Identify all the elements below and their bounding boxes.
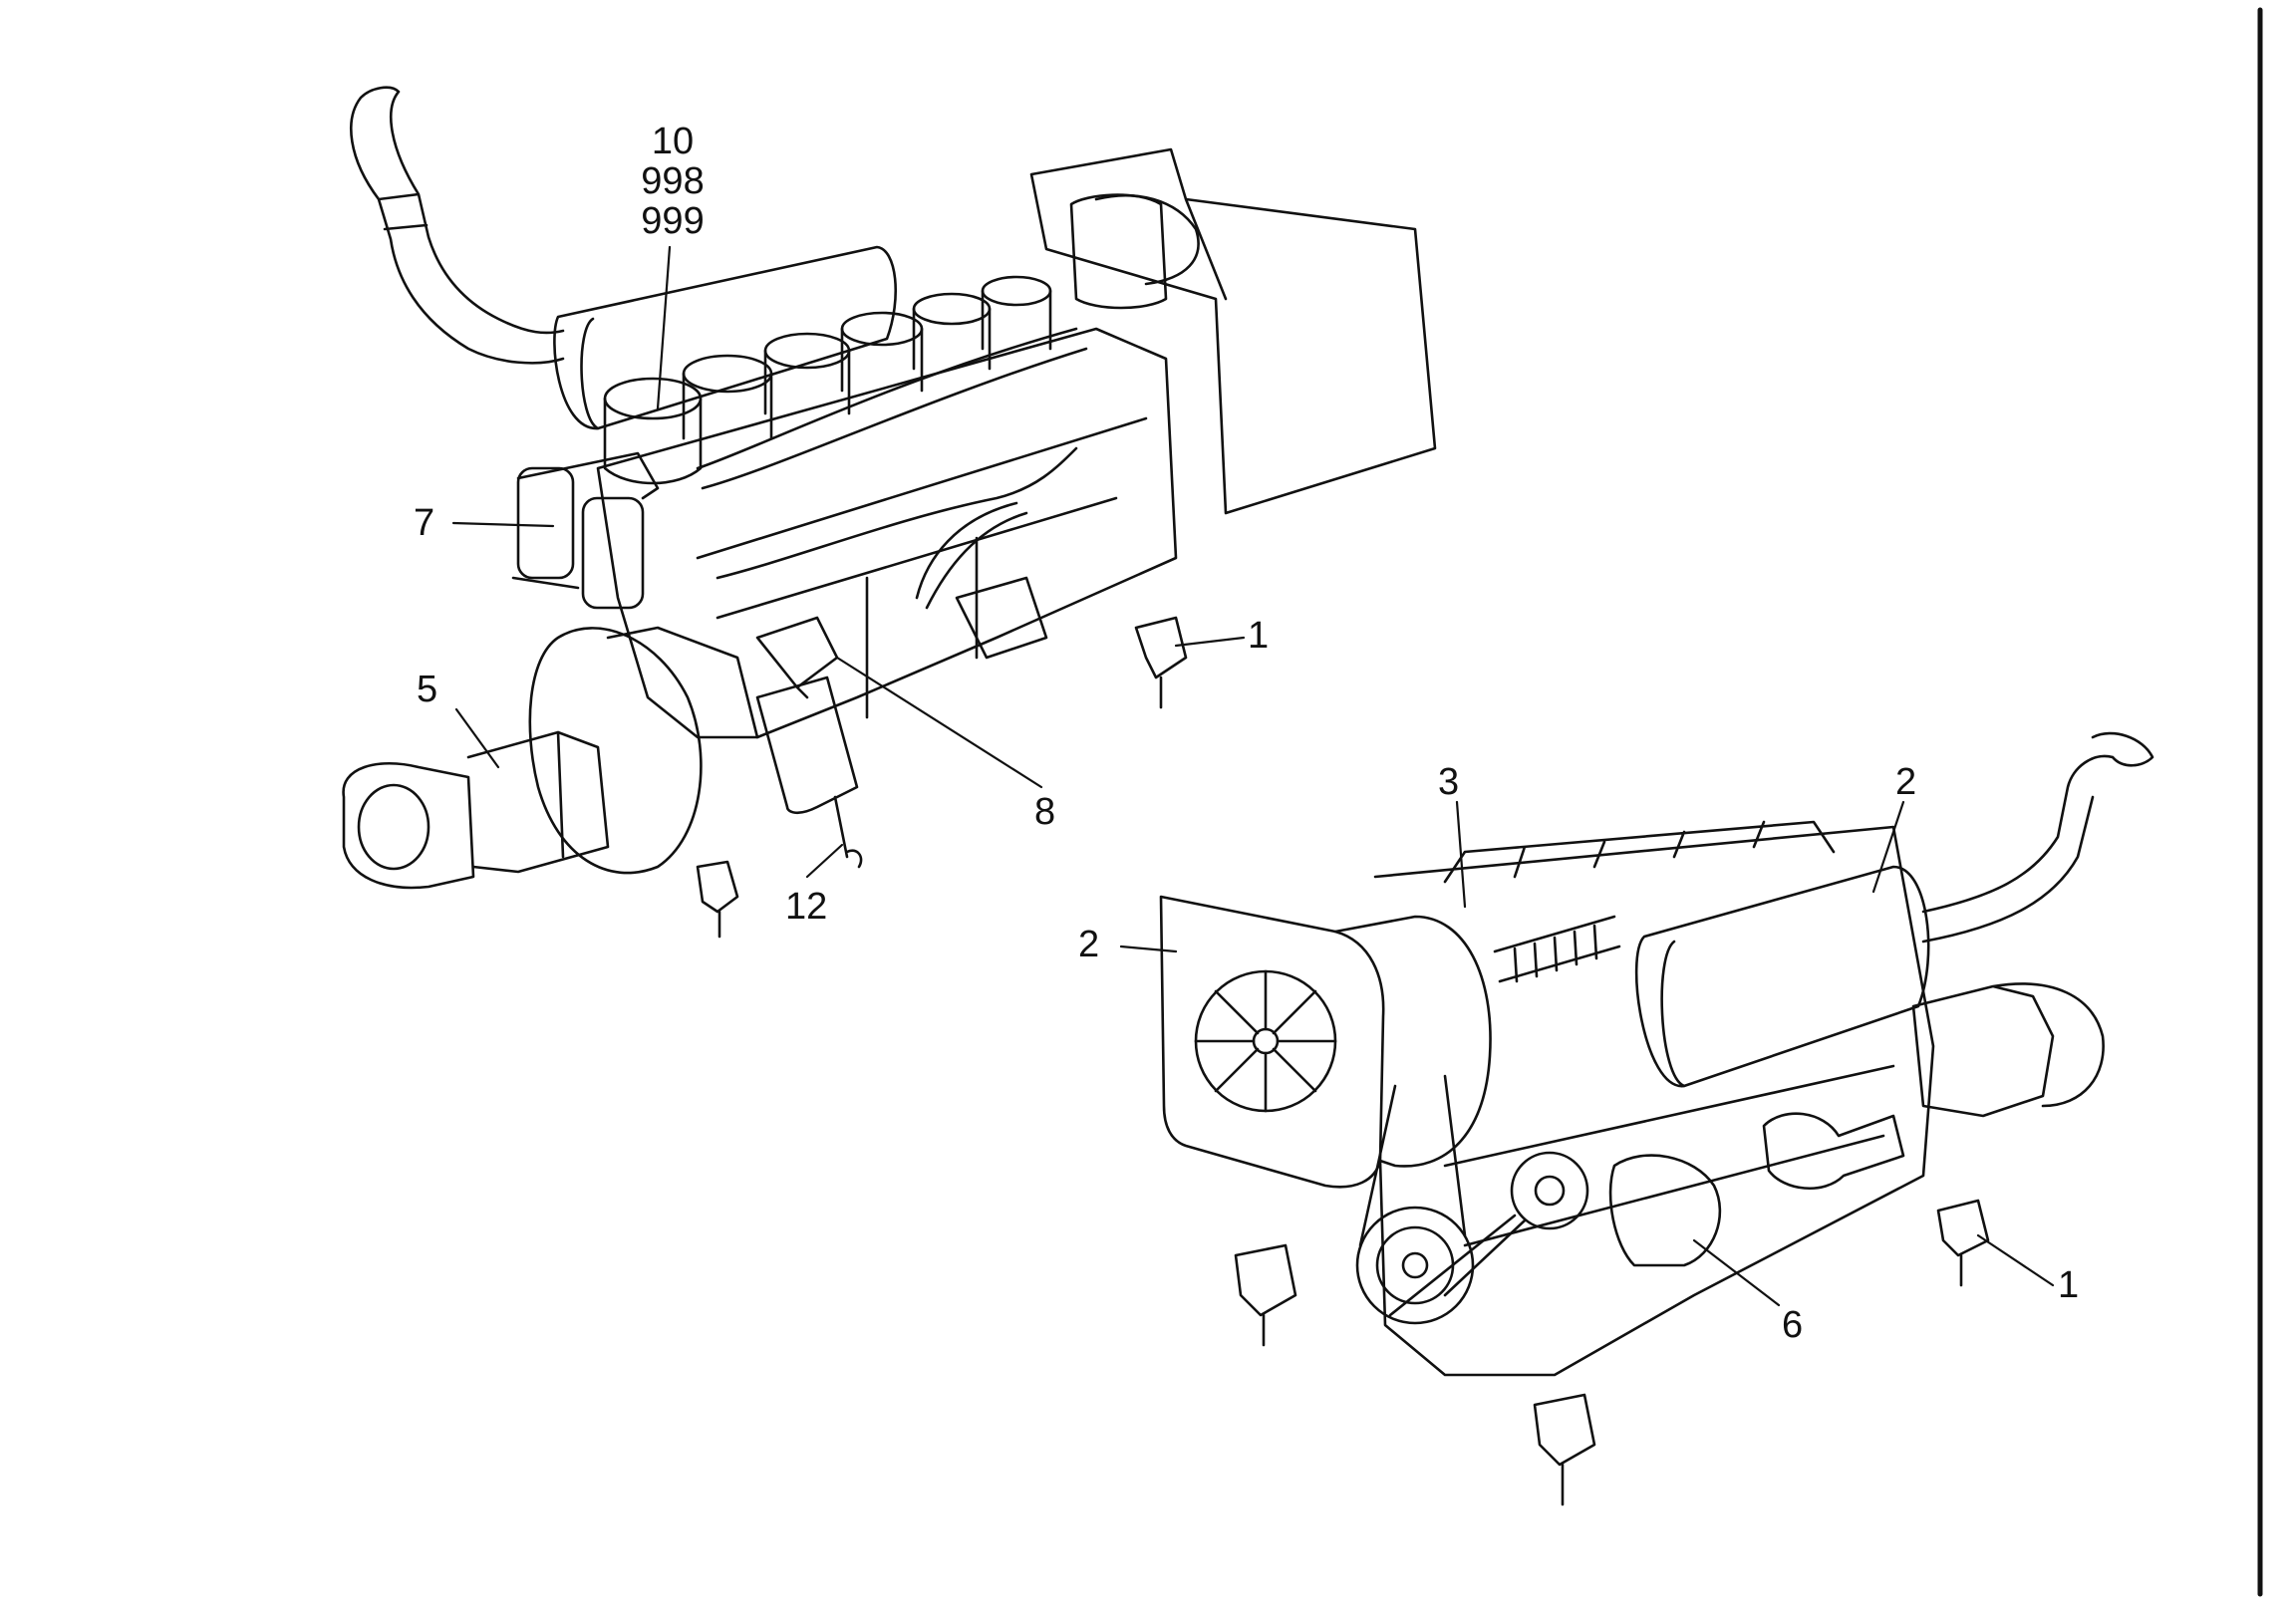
muffler-icon <box>553 245 897 430</box>
leader-10 <box>656 245 672 410</box>
upper-engine-drawing <box>342 86 1437 939</box>
callout-12: 12 <box>785 886 828 928</box>
cylinder-heads <box>603 275 1052 485</box>
engine-mount-lower-icon <box>696 860 739 939</box>
leader-8 <box>835 656 1043 789</box>
leader-1-upper <box>1174 636 1246 648</box>
fan-shroud-icon <box>1159 895 1385 1189</box>
engine-mount-upper-icon <box>1134 616 1188 709</box>
starter-motor-icon <box>1762 1112 1905 1190</box>
callout-1-lower: 1 <box>2058 1264 2080 1306</box>
callout-2-top: 2 <box>1895 761 1917 803</box>
callout-999: 999 <box>641 200 705 242</box>
leader-1-lower <box>1976 1233 2055 1287</box>
leader-5 <box>454 707 500 769</box>
lower-muffler-icon <box>1634 865 1930 1088</box>
callout-5: 5 <box>417 669 438 710</box>
alternator-icon <box>1608 1154 1722 1267</box>
fan-housing-icon <box>1333 915 1492 1168</box>
lower-mount-left-icon <box>1234 1243 1297 1347</box>
callout-3: 3 <box>1438 761 1460 803</box>
callout-10-998-999: 10 998 999 <box>618 122 727 241</box>
lower-engine-drawing <box>1159 731 2154 1506</box>
fuel-filter-icon <box>511 451 660 610</box>
engine-block-icon <box>596 327 1178 739</box>
leader-lines <box>451 245 2055 1307</box>
leader-2-top <box>1871 800 1905 894</box>
leader-6 <box>1692 1238 1781 1307</box>
leader-2-left <box>1119 945 1178 953</box>
callout-2-left: 2 <box>1078 924 1100 965</box>
callout-6: 6 <box>1782 1304 1804 1346</box>
intake-hose-icon <box>1493 915 1621 983</box>
belt-drive-icon <box>1355 1074 1589 1325</box>
callout-1-upper: 1 <box>1248 615 1270 657</box>
leader-3 <box>1455 800 1467 909</box>
lower-hydraulic-pump-icon <box>1911 982 2105 1118</box>
lower-cylinder-heads-icon <box>1443 820 1836 884</box>
lower-engine-block-icon <box>1373 825 1935 1377</box>
leader-7 <box>451 521 555 528</box>
flywheel-housing-icon <box>528 626 759 875</box>
exhaust-pipe-icon <box>350 86 565 365</box>
oil-filter-icon <box>755 676 863 869</box>
lower-mount-center-icon <box>1533 1393 1596 1506</box>
hydraulic-pump-icon <box>342 730 610 890</box>
lower-exhaust-pipe-icon <box>1921 731 2154 944</box>
callout-7: 7 <box>414 502 435 544</box>
callout-10: 10 <box>651 121 695 162</box>
lower-mount-right-icon <box>1936 1199 1990 1287</box>
air-filter-icon <box>1069 193 1168 310</box>
callout-998: 998 <box>641 160 705 202</box>
fuel-lines-icon <box>696 327 1088 610</box>
leader-12 <box>805 843 844 879</box>
callout-8: 8 <box>1034 791 1056 833</box>
